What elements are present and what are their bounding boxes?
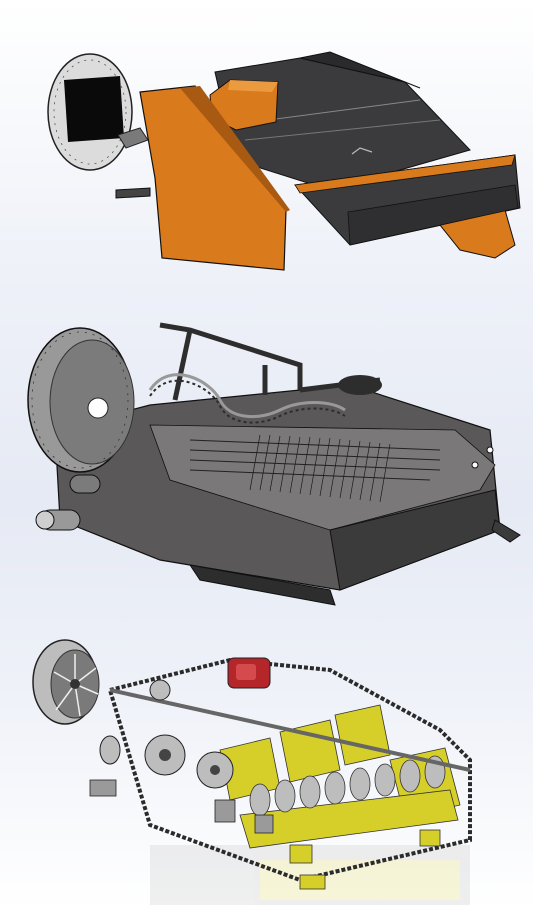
frame-assembly-view [0, 290, 533, 620]
orange-side-plate [139, 85, 290, 271]
housing-assembly-drawing [47, 51, 521, 271]
coil-hose [148, 373, 346, 424]
top-cover-panel [214, 51, 471, 191]
auger [249, 755, 446, 817]
pulleys [99, 679, 471, 789]
yellow-brushes [219, 704, 461, 890]
apron-panel [293, 154, 521, 259]
orange-box [209, 79, 279, 131]
internal-mechanism-drawing [32, 639, 472, 905]
disc-plate [47, 53, 133, 171]
gearbox [227, 657, 271, 689]
front-cylinders [35, 474, 101, 531]
fan-wheel [27, 327, 135, 473]
frame-assembly-drawing [27, 322, 521, 606]
impeller-wheel [32, 639, 100, 725]
mount-brackets [89, 779, 274, 834]
internal-mechanism-view [0, 620, 533, 911]
frame-body [54, 384, 501, 591]
housing-assembly-view [0, 0, 533, 290]
